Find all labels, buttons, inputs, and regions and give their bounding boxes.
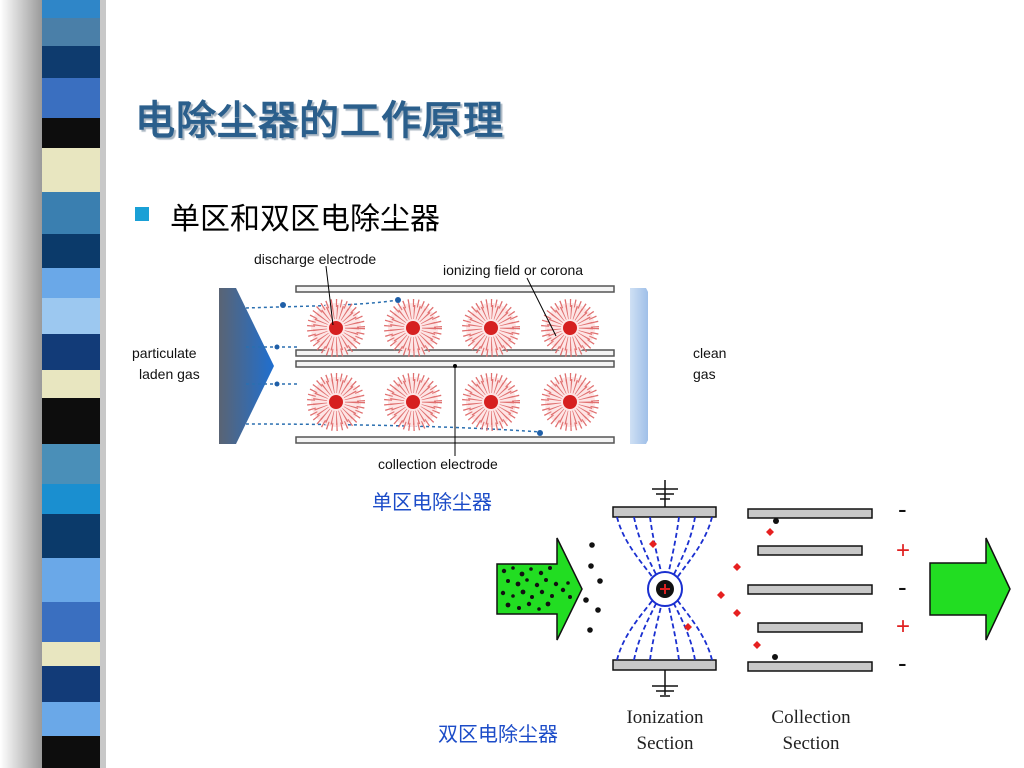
single-zone-precipitator-diagram: discharge electrode ionizing field or co… xyxy=(132,251,648,472)
corona-electrode-top-4 xyxy=(541,299,599,357)
corona-electrode-bottom-2 xyxy=(384,373,442,431)
dusty-gas-inlet-arrow xyxy=(496,537,583,641)
page-title: 电除尘器的工作原理 xyxy=(135,97,504,144)
label-outlet-gas-line1: clean xyxy=(693,345,726,361)
clean-gas-outlet-arrow xyxy=(929,537,1011,641)
corona-electrode-bottom-4 xyxy=(541,373,599,431)
label-collection-line1: Collection xyxy=(771,707,851,728)
corona-electrode-top-3 xyxy=(462,299,520,357)
ground-icon-bottom xyxy=(652,670,678,697)
collection-section-plates xyxy=(747,508,873,672)
plate-sign-2: + xyxy=(896,537,910,564)
label-ionization-line1: Ionization xyxy=(626,707,704,728)
inlet-arrow xyxy=(219,288,274,444)
ground-icon-top xyxy=(652,480,678,507)
outlet-arrow xyxy=(630,288,648,444)
label-inlet-line1: particulate xyxy=(132,345,197,361)
label-collection-electrode: collection electrode xyxy=(378,456,498,472)
leader-lines xyxy=(325,265,557,456)
caption-two-zone: 双区电除尘器 xyxy=(438,722,558,746)
positive-ions xyxy=(649,528,774,649)
label-ionization-line2: Section xyxy=(637,733,694,754)
corona-electrode-top-2 xyxy=(384,299,442,357)
particle-dots xyxy=(274,297,543,436)
corona-electrode-bottom-1 xyxy=(307,373,365,431)
plate-sign-1: - xyxy=(898,494,907,524)
label-outlet-gas-line2: gas xyxy=(693,366,716,382)
outlet-label-overlay: clean gas xyxy=(693,345,726,382)
label-ionizing-field: ionizing field or corona xyxy=(443,262,583,278)
plate-sign-4: + xyxy=(896,613,910,640)
decorative-left-bar xyxy=(0,0,110,768)
label-collection-line2: Section xyxy=(783,733,840,754)
corona-electrode-top-1 xyxy=(307,299,365,357)
corona-electrode-bottom-3 xyxy=(462,373,520,431)
label-inlet-line2: laden gas xyxy=(139,366,200,382)
plate-sign-3: - xyxy=(898,572,907,602)
two-zone-precipitator-diagram: - + - + - Ionization Section Collection … xyxy=(496,480,1011,754)
bullet-text: 单区和双区电除尘器 xyxy=(170,202,440,237)
bullet-square-icon xyxy=(135,207,149,221)
caption-single-zone: 单区电除尘器 xyxy=(372,490,492,514)
charged-dust-particles xyxy=(583,518,779,660)
label-discharge-electrode: discharge electrode xyxy=(254,251,376,267)
corona-wire-icon xyxy=(647,571,683,607)
plate-sign-5: - xyxy=(898,648,907,678)
